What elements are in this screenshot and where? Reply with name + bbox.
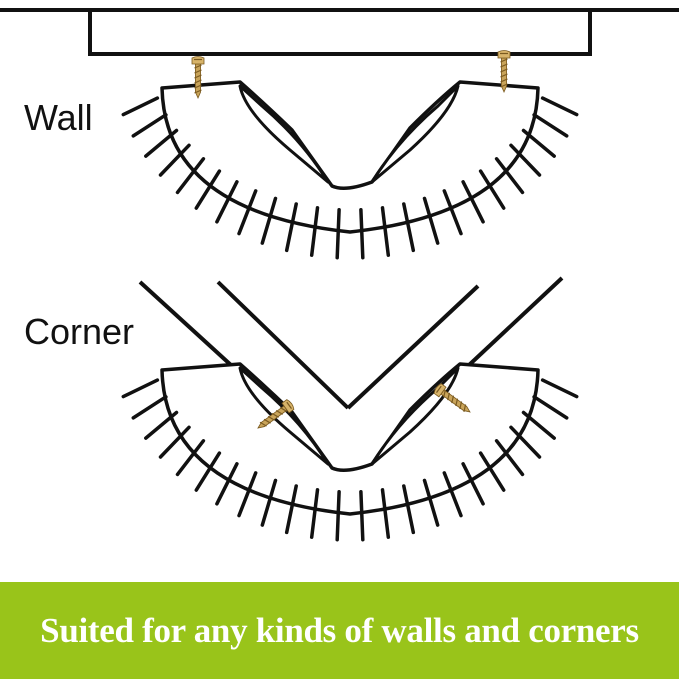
wall-label: Wall bbox=[24, 97, 93, 138]
caption-text: Suited for any kinds of walls and corner… bbox=[40, 610, 639, 650]
caption-banner: Suited for any kinds of walls and corner… bbox=[0, 582, 679, 679]
corner-wall-left-outer bbox=[138, 280, 234, 368]
corner-mount-illustration bbox=[121, 276, 579, 542]
corner-label: Corner bbox=[24, 311, 135, 352]
corner-wall-left-inner bbox=[216, 280, 350, 410]
corner-wall-right-outer bbox=[466, 276, 564, 368]
corner-holder bbox=[121, 362, 579, 542]
wall-holder bbox=[121, 80, 579, 260]
corner-wall-right-inner bbox=[346, 284, 480, 410]
wall-mount-illustration bbox=[0, 8, 679, 260]
wall-shelf bbox=[88, 10, 592, 56]
mounting-diagram bbox=[0, 8, 679, 542]
